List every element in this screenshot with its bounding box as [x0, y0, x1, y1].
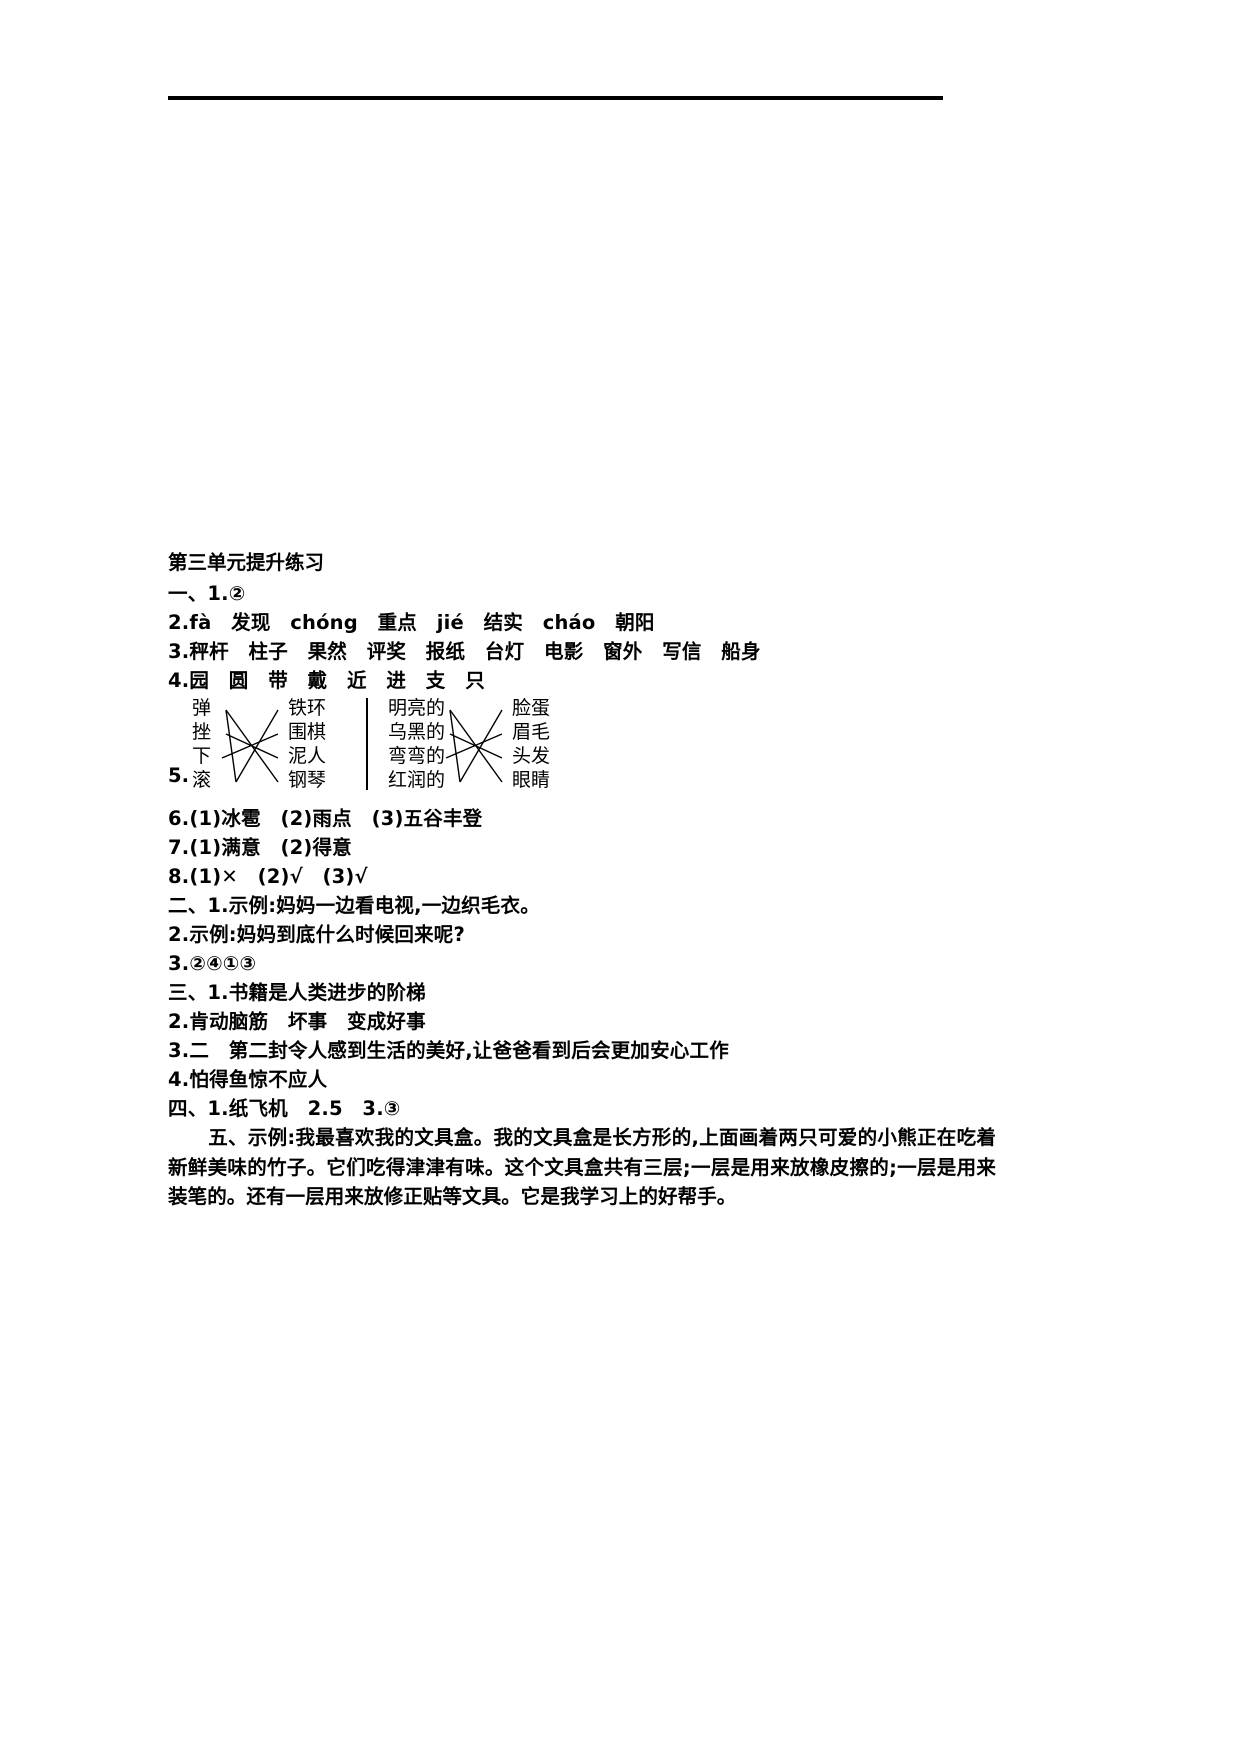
section-three-marker: 三、 [168, 981, 208, 1004]
matching-lines-right [445, 709, 503, 783]
match-item[interactable]: 头发 [512, 745, 551, 767]
match-item[interactable]: 弯弯的 [388, 745, 446, 767]
item-text: 秤杆 柱子 果然 评奖 报纸 台灯 电影 窗外 写信 船身 [189, 640, 761, 663]
item-text: 示例:妈妈到底什么时候回来呢? [189, 923, 466, 946]
match-item[interactable]: 滚 [192, 769, 212, 791]
answer-paragraph-5: 五、示例:我最喜欢我的文具盒。我的文具盒是长方形的,上面画着两只可爱的小熊正在吃… [168, 1123, 996, 1212]
item-text: ②④①③ [189, 952, 257, 975]
match-item[interactable]: 围棋 [288, 721, 327, 743]
item-text: 肯动脑筋 坏事 变成好事 [189, 1010, 426, 1033]
matching-stimuli-right: 明亮的 乌黑的 弯弯的 红润的 [388, 696, 445, 792]
match-item[interactable]: 明亮的 [388, 697, 446, 719]
item-number: 3. [168, 952, 190, 975]
match-item[interactable]: 乌黑的 [388, 721, 446, 743]
matching-responses-left: 铁环 围棋 泥人 钢琴 [288, 696, 326, 792]
item-text: (1)冰雹 (2)雨点 (3)五谷丰登 [189, 807, 483, 830]
item-number: 6. [168, 807, 190, 830]
answer-line-1-2: 2.fà 发现 chóng 重点 jié 结实 cháo 朝阳 [168, 608, 1008, 637]
matching-group-left: 弹 挫 下 滚 铁环 围棋 泥人 钢琴 [192, 696, 352, 792]
answer-line-3-1: 三、1.书籍是人类进步的阶梯 [168, 978, 1008, 1007]
item-number: 2. [168, 923, 190, 946]
item-number: 3. [168, 640, 190, 663]
match-item[interactable]: 铁环 [288, 697, 327, 719]
page-top-rule [168, 96, 943, 100]
item-number: 2. [168, 611, 190, 634]
item-number: 7. [168, 836, 190, 859]
item-text: 二 第二封令人感到生活的美好,让爸爸看到后会更加安心工作 [189, 1039, 729, 1062]
item-number: 2. [168, 1010, 190, 1033]
matching-stimuli-left: 弹 挫 下 滚 [192, 696, 211, 792]
section-five-text: 示例:我最喜欢我的文具盒。我的文具盒是长方形的,上面画着两只可爱的小熊正在吃着新… [168, 1126, 997, 1208]
matching-responses-right: 脸蛋 眉毛 头发 眼睛 [512, 696, 550, 792]
answer-line-4: 四、1.纸飞机 2.5 3.③ [168, 1094, 1008, 1123]
section-two-marker: 二、 [168, 894, 208, 917]
item-text: 怕得鱼惊不应人 [189, 1068, 328, 1091]
item-number: 8. [168, 865, 190, 888]
answer-line-2-2: 2.示例:妈妈到底什么时候回来呢? [168, 920, 1008, 949]
item-number: 5. [168, 764, 189, 787]
item-text: 园 圆 带 戴 近 进 支 只 [189, 669, 485, 692]
match-item[interactable]: 下 [192, 745, 212, 767]
answer-line-2-3: 3.②④①③ [168, 949, 1008, 978]
answer-line-1-6: 6.(1)冰雹 (2)雨点 (3)五谷丰登 [168, 804, 1008, 833]
item-text: 书籍是人类进步的阶梯 [228, 981, 426, 1004]
match-item[interactable]: 挫 [192, 721, 212, 743]
match-item[interactable]: 弹 [192, 697, 212, 719]
section-one-marker: 一、 [168, 582, 208, 605]
matching-group-right: 明亮的 乌黑的 弯弯的 红润的 脸蛋 眉毛 头发 眼睛 [388, 696, 588, 792]
section-five-marker: 五、 [208, 1126, 248, 1149]
answer-line-3-3: 3.二 第二封令人感到生活的美好,让爸爸看到后会更加安心工作 [168, 1036, 1008, 1065]
answer-line-1-8: 8.(1)✕ (2)√ (3)√ [168, 862, 1008, 891]
matching-exercise: 5. 弹 挫 下 滚 铁环 围棋 泥人 钢琴 [168, 696, 1008, 792]
match-item[interactable]: 钢琴 [288, 769, 327, 791]
answer-line-1-4: 4.园 圆 带 戴 近 进 支 只 [168, 666, 1008, 695]
answer-line-1-1: 一、1.② [168, 579, 1008, 608]
item-text: 示例:妈妈一边看电视,一边织毛衣。 [228, 894, 540, 917]
match-item[interactable]: 泥人 [288, 745, 327, 767]
match-item[interactable]: 红润的 [388, 769, 446, 791]
answer-line-3-4: 4.怕得鱼惊不应人 [168, 1065, 1008, 1094]
answer-line-1-7: 7.(1)满意 (2)得意 [168, 833, 1008, 862]
item-number: 1. [207, 894, 229, 917]
answer-key-content: 第三单元提升练习 一、1.② 2.fà 发现 chóng 重点 jié 结实 c… [168, 548, 1008, 1212]
item-number: 3. [168, 1039, 190, 1062]
page-title: 第三单元提升练习 [168, 551, 325, 574]
item-text: (1)✕ (2)√ (3)√ [189, 865, 368, 888]
item-number: 4. [168, 1068, 190, 1091]
match-item[interactable]: 眉毛 [512, 721, 551, 743]
item-number: 4. [168, 669, 190, 692]
item-number: 1. [207, 582, 229, 605]
item-number: 1. [207, 981, 229, 1004]
matching-lines-left [221, 709, 279, 783]
item-text: (1)满意 (2)得意 [189, 836, 352, 859]
item-text: fà 发现 chóng 重点 jié 结实 cháo 朝阳 [189, 611, 655, 634]
item-text: ② [228, 582, 246, 605]
answer-line-1-3: 3.秤杆 柱子 果然 评奖 报纸 台灯 电影 窗外 写信 船身 [168, 637, 1008, 666]
answer-line-2-1: 二、1.示例:妈妈一边看电视,一边织毛衣。 [168, 891, 1008, 920]
match-item[interactable]: 眼睛 [512, 769, 551, 791]
answer-line-3-2: 2.肯动脑筋 坏事 变成好事 [168, 1007, 1008, 1036]
column-divider [366, 698, 368, 790]
section-four-marker: 四、 [168, 1097, 208, 1120]
section-four-items: 1.纸飞机 2.5 3.③ [207, 1097, 401, 1120]
match-item[interactable]: 脸蛋 [512, 697, 551, 719]
